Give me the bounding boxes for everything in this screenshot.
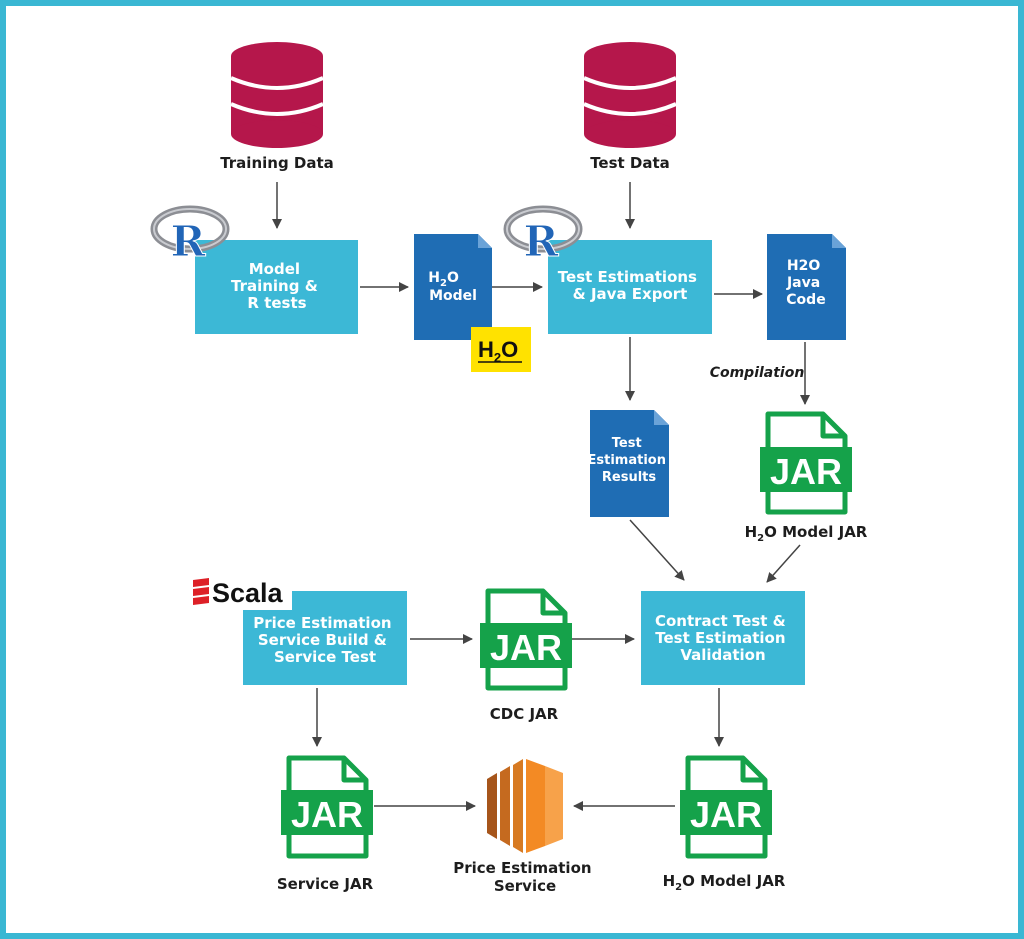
service-jar-label: Service JAR	[277, 875, 374, 893]
r-logo-icon: R	[503, 205, 583, 267]
arrow-jar-to-contract	[766, 544, 801, 583]
h2o-model-document-icon: H2O Model	[414, 234, 492, 340]
cdc-jar-icon: JAR	[480, 588, 572, 691]
cdc-jar-label: CDC JAR	[490, 705, 559, 723]
price-estimation-service-icon	[487, 759, 563, 853]
svg-text:H2O: H2O	[478, 337, 518, 365]
svg-text:JAR: JAR	[490, 627, 562, 668]
h2o-model-jar-label: H2O Model JAR	[745, 523, 868, 544]
r-logo-icon: R	[150, 205, 230, 267]
arrow-results-to-contract	[629, 519, 685, 581]
svg-text:JAR: JAR	[690, 794, 762, 835]
svg-text:Test Estimations & Java: Test Estimations & Java Export	[558, 268, 702, 303]
svg-text:Model Training & R: Model Training & R tests	[231, 260, 323, 312]
test-estimations-box: Test Estimations & Java Export	[548, 240, 712, 334]
svg-text:Price Estimation Service: Price Estimation Service Build & Service…	[253, 614, 397, 666]
svg-text:JAR: JAR	[291, 794, 363, 835]
test-data-label: Test Data	[590, 154, 670, 172]
svg-text:JAR: JAR	[770, 451, 842, 492]
training-data-label: Training Data	[220, 154, 334, 172]
svg-text:Test Estimation Re: Test Estimation Results	[588, 436, 671, 485]
service-jar-icon: JAR	[281, 755, 373, 859]
training-data-database-icon	[230, 42, 324, 148]
scala-logo: Scala	[190, 576, 292, 610]
contract-test-box: Contract Test & Test Estimation Validati…	[641, 591, 805, 685]
svg-text:Contract Test & Test Est: Contract Test & Test Estimation Validati…	[655, 612, 791, 664]
svg-text:H2O Java Code: H2O Java Code	[786, 258, 826, 308]
price-estimation-service-label: Price Estimation Service	[453, 859, 597, 895]
h2o-model-jar-icon: JAR	[760, 411, 852, 515]
h2o-java-code-document-icon: H2O Java Code	[767, 234, 846, 340]
svg-text:H2O Model: H2O Model	[428, 270, 477, 304]
compilation-label: Compilation	[710, 365, 805, 381]
h2o-model-jar-bottom-label: H2O Model JAR	[663, 872, 786, 893]
h2o-model-jar-bottom-icon: JAR	[680, 755, 772, 859]
svg-text:Scala: Scala	[212, 578, 284, 608]
svg-text:R: R	[171, 217, 207, 266]
h2o-logo: H2O	[471, 327, 531, 372]
svg-text:R: R	[524, 217, 560, 266]
model-training-box: Model Training & R tests	[195, 240, 358, 334]
test-estimation-results-document-icon: Test Estimation Results	[588, 410, 671, 517]
test-data-database-icon	[583, 42, 677, 148]
flow-arrows	[272, 182, 810, 811]
